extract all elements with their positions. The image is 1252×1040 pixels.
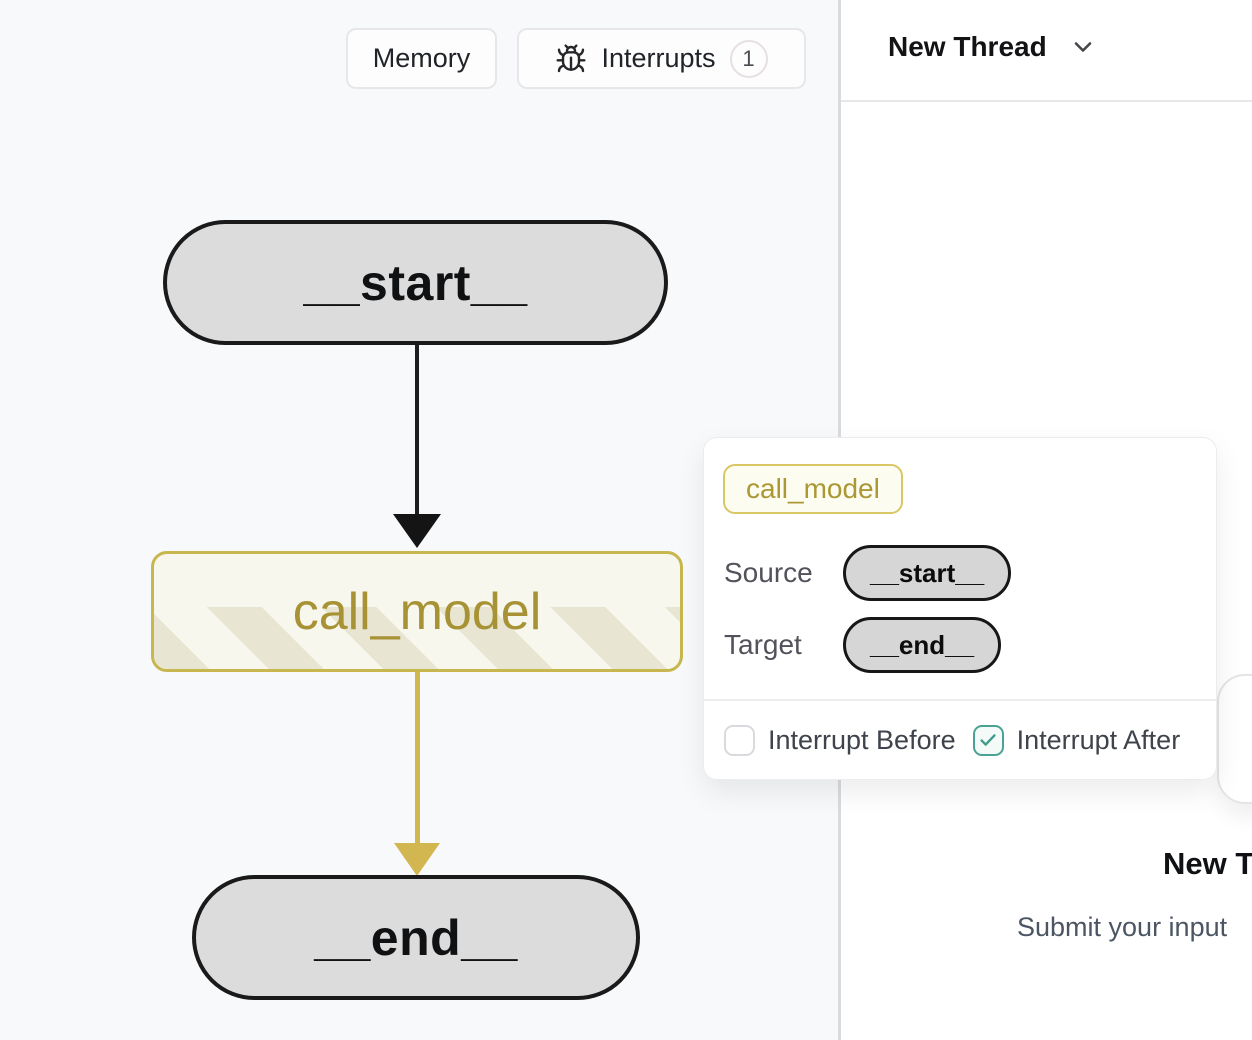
graph-node-call-model-label: call_model: [292, 582, 542, 641]
interrupt-stripes-overlay: [154, 607, 680, 669]
bug-icon: [555, 43, 587, 75]
interrupt-before-option[interactable]: Interrupt Before: [724, 724, 956, 756]
check-icon: [980, 734, 996, 746]
source-label: Source: [724, 557, 813, 588]
edge-start-to-callmodel: [415, 343, 419, 516]
interrupt-before-label: Interrupt Before: [768, 724, 956, 755]
memory-button-label: Memory: [372, 43, 471, 73]
node-details-popover: call_model Source __start__ Target __end…: [703, 437, 1217, 780]
source-node-pill[interactable]: __start__: [843, 545, 1012, 601]
graph-node-start-label: __start__: [303, 254, 528, 311]
target-node-pill[interactable]: __end__: [843, 617, 1002, 673]
interrupts-count-badge: 1: [729, 39, 768, 78]
popover-node-badge[interactable]: call_model: [723, 464, 903, 514]
interrupts-button-label: Interrupts: [601, 43, 716, 73]
partial-action-button[interactable]: [1217, 674, 1252, 804]
graph-node-call-model[interactable]: call_model: [151, 551, 683, 672]
interrupt-after-checkbox[interactable]: [972, 724, 1004, 756]
edge-start-arrowhead-icon: [393, 514, 441, 548]
thread-selector-dropdown[interactable]: New Thread: [888, 28, 1097, 66]
chevron-down-icon: [1069, 33, 1097, 61]
edge-callmodel-to-end: [415, 670, 420, 846]
edge-end-arrowhead-icon: [394, 843, 440, 876]
interrupt-after-option[interactable]: Interrupt After: [972, 724, 1181, 756]
graph-node-start[interactable]: __start__: [163, 220, 668, 345]
panel-header-divider: [841, 100, 1252, 102]
empty-state-subtitle: Submit your input: [1017, 912, 1228, 942]
empty-state-title: New T: [1163, 846, 1252, 881]
graph-node-end-label: __end__: [314, 909, 518, 966]
interrupts-button[interactable]: Interrupts 1: [517, 28, 806, 89]
popover-footer: Interrupt Before Interrupt After: [704, 699, 1216, 779]
popover-target-row: Target __end__: [724, 617, 1002, 673]
target-label: Target: [724, 629, 802, 660]
thread-selector-label: New Thread: [888, 31, 1047, 62]
interrupt-after-label: Interrupt After: [1016, 724, 1181, 755]
partial-action-icon: [1237, 724, 1252, 772]
popover-source-row: Source __start__: [724, 545, 1012, 601]
graph-node-end[interactable]: __end__: [192, 875, 640, 1000]
interrupt-before-checkbox[interactable]: [724, 724, 755, 756]
memory-button[interactable]: Memory: [346, 28, 497, 89]
